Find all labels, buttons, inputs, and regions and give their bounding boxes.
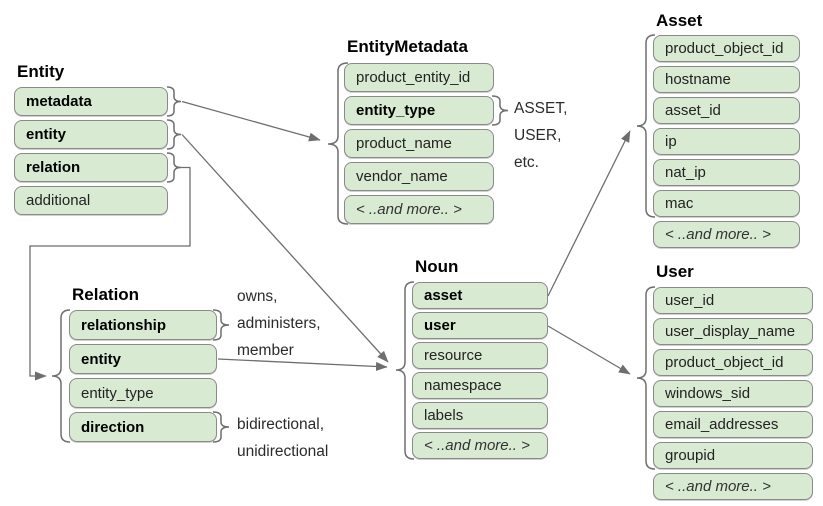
entity-type-values-brace xyxy=(491,95,509,126)
relation-table-rows: relationship entity entity_type direction xyxy=(69,310,217,442)
table-row: < ..and more.. > xyxy=(653,473,813,500)
entity-entity-row-brace xyxy=(166,119,182,150)
table-row: user xyxy=(412,312,548,339)
table-row: < ..and more.. > xyxy=(653,221,800,248)
table-row: product_object_id xyxy=(653,35,800,62)
table-row: product_entity_id xyxy=(344,63,494,92)
noun-table: Noun asset user resource namespace labels < .… xyxy=(412,256,548,462)
table-row: hostname xyxy=(653,66,800,93)
relation-table-title: Relation xyxy=(72,285,140,304)
entity-table-title: Entity xyxy=(17,62,65,81)
note-line: owns, xyxy=(237,288,278,305)
relation-left-brace xyxy=(51,309,71,443)
entity-type-values-note: ASSET, USER, etc. xyxy=(514,95,567,176)
table-row: mac xyxy=(653,190,800,217)
table-row: entity_type xyxy=(344,96,494,125)
note-line: administers, xyxy=(237,315,321,332)
entitymetadata-table-title: EntityMetadata xyxy=(347,37,468,56)
table-row: entity_type xyxy=(69,378,217,408)
table-row: windows_sid xyxy=(653,380,813,407)
table-row: asset_id xyxy=(653,97,800,124)
noun-table-rows: asset user resource namespace labels < ..and … xyxy=(412,282,548,459)
note-line: member xyxy=(237,342,294,359)
note-line: USER, xyxy=(514,127,562,144)
table-row: namespace xyxy=(412,372,548,399)
table-row: groupid xyxy=(653,442,813,469)
table-row: < ..and more.. > xyxy=(344,195,494,224)
table-row: product_object_id xyxy=(653,349,813,376)
table-row: entity xyxy=(69,344,217,374)
entity-relation-row-brace xyxy=(166,152,182,183)
table-row: user_id xyxy=(653,287,813,314)
entity-table-rows: metadata entity relation additional xyxy=(14,87,168,215)
asset-table-title: Asset xyxy=(656,11,703,30)
table-row: resource xyxy=(412,342,548,369)
table-row: relationship xyxy=(69,310,217,340)
table-row: entity xyxy=(14,120,168,149)
table-row: email_addresses xyxy=(653,411,813,438)
entitymetadata-table-rows: product_entity_id entity_type product_name… xyxy=(344,63,494,224)
table-row: asset xyxy=(412,282,548,309)
user-table-title: User xyxy=(656,262,694,281)
table-row: metadata xyxy=(14,87,168,116)
table-row: nat_ip xyxy=(653,159,800,186)
relationship-values-note: owns, administers, member xyxy=(237,283,321,364)
entity-metadata-row-brace xyxy=(166,86,182,117)
table-row: product_name xyxy=(344,129,494,158)
table-row: vendor_name xyxy=(344,162,494,191)
direction-values-note: bidirectional, unidirectional xyxy=(237,411,328,465)
arrow-entity-to-entitymetadata xyxy=(181,100,321,142)
table-row: < ..and more.. > xyxy=(412,432,548,459)
table-row: ip xyxy=(653,128,800,155)
note-line: unidirectional xyxy=(237,443,329,460)
note-line: etc. xyxy=(514,154,539,171)
noun-table-title: Noun xyxy=(415,257,459,276)
user-table-rows: user_id user_display_name product_object_i… xyxy=(653,287,813,500)
arrow-noun-user-to-user xyxy=(547,325,631,375)
note-line: bidirectional, xyxy=(237,416,325,433)
table-row: direction xyxy=(69,412,217,442)
table-row: additional xyxy=(14,186,168,215)
table-row: labels xyxy=(412,402,548,429)
entitymetadata-table: EntityMetadata product_entity_id entity_t… xyxy=(344,36,494,228)
table-row: user_display_name xyxy=(653,318,813,345)
table-row: relation xyxy=(14,153,168,182)
note-line: ASSET, xyxy=(514,100,568,117)
entity-table: Entity metadata entity relation additional xyxy=(14,61,168,219)
user-table: User user_id user_display_name product_obj… xyxy=(653,261,813,504)
